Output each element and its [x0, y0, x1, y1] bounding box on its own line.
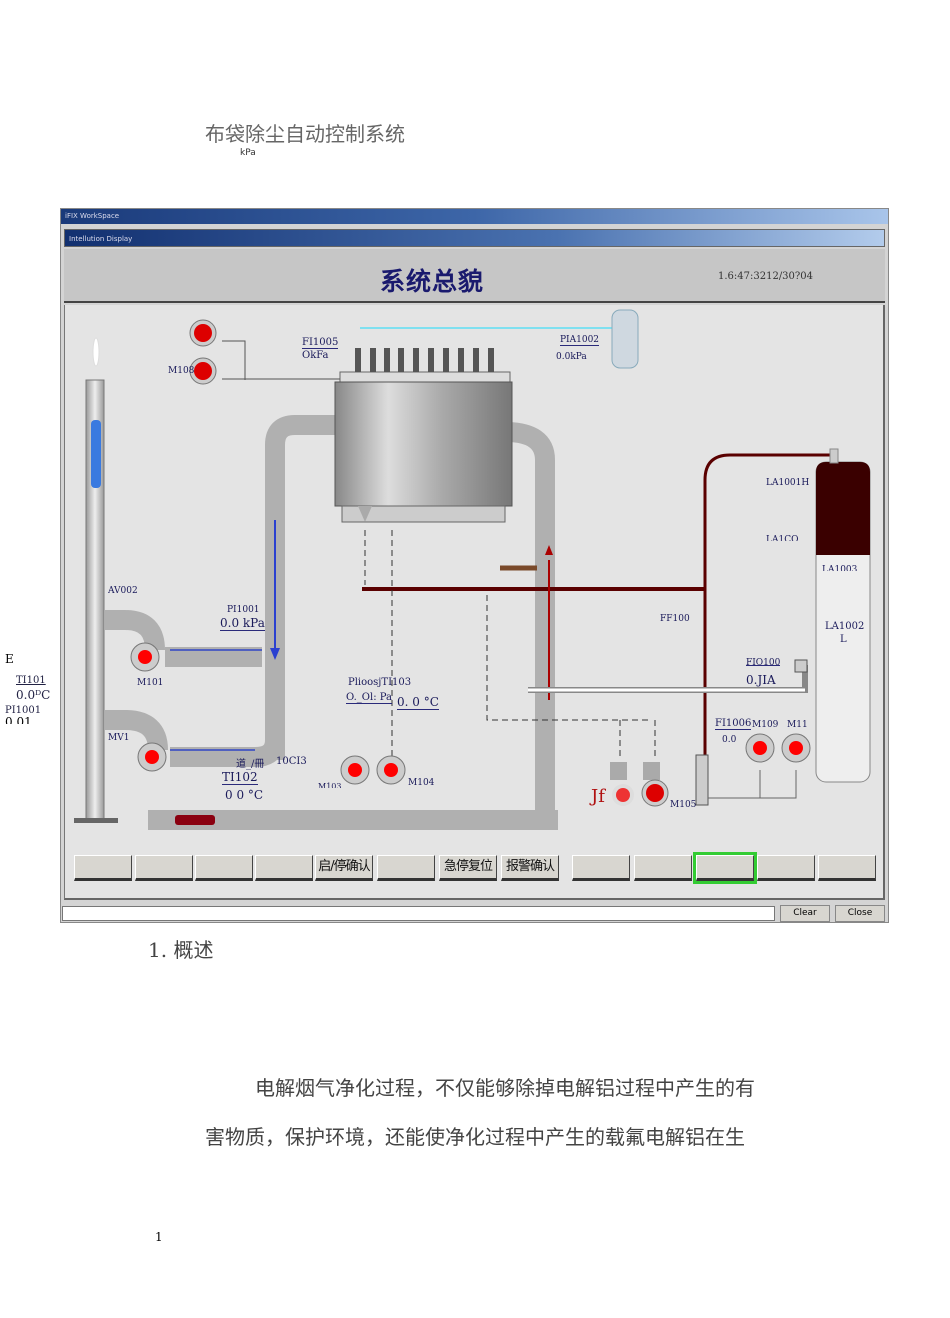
value-pi1001: 0.0 kPa — [220, 616, 265, 631]
tag-av002: AV002 — [108, 586, 138, 593]
tag-ff100: FF100 — [660, 614, 690, 621]
label-jf: Jf — [591, 786, 605, 807]
chimney — [74, 337, 118, 823]
control-button-12[interactable] — [757, 855, 815, 881]
control-button-13[interactable] — [818, 855, 876, 881]
pump-motor-m104 — [376, 755, 406, 785]
label-m105: M105 — [670, 800, 697, 810]
tag-fi1005: FI1005 — [302, 337, 339, 349]
value-fi1005: OkFa — [302, 350, 329, 361]
unit-note: kPa — [240, 148, 256, 158]
control-button-1[interactable] — [74, 855, 132, 881]
display-title: 系统总貌 — [380, 267, 485, 296]
value-fiq100: 0.JIA — [746, 673, 776, 687]
margin-pi-value: 0.01 — [5, 715, 32, 724]
pipes — [105, 415, 558, 830]
tag-ti103: PlioosjTI103 — [348, 677, 412, 688]
tag-pi1001: PI1001 — [227, 605, 260, 613]
paragraph-line-1: 电解烟气净化过程，不仅能够除掉电解铝过程中产生的有 — [255, 1076, 755, 1100]
pump-motor-m103 — [340, 755, 370, 785]
tag-la-top: LA1001H — [766, 478, 810, 485]
pump-motor-m101 — [130, 642, 160, 672]
alarm-message-field[interactable] — [62, 906, 775, 921]
control-button-10[interactable] — [634, 855, 692, 881]
tag-la-l: L — [840, 634, 847, 645]
display-header — [64, 249, 885, 303]
margin-ti101-value: 0.0ᴰC — [16, 688, 51, 702]
label-m110: M11 — [787, 720, 808, 730]
control-button-6[interactable] — [377, 855, 435, 881]
baghouse-vessel — [334, 327, 612, 523]
label-m108: M108 — [168, 366, 195, 376]
emergency-stop-reset-button[interactable]: 急停复位 — [439, 855, 497, 881]
document-title: 布袋除尘自动控制系统 — [205, 122, 405, 146]
margin-e: E — [5, 652, 14, 666]
label-mv1: MV1 — [108, 733, 130, 741]
heater — [175, 815, 215, 825]
value-fi1006: 0.0 — [722, 735, 737, 742]
pump-motor-m109 — [745, 733, 775, 763]
fan-motor-m105 — [641, 762, 669, 807]
alarm-acknowledge-button[interactable]: 报警确认 — [501, 855, 559, 881]
tag-fi1006: FI1006 — [715, 718, 752, 730]
fan-motor-m108 — [189, 357, 217, 385]
close-button[interactable]: Close — [835, 905, 885, 922]
tag-la1003: LA1003 — [822, 565, 858, 571]
page-number: 1 — [155, 1230, 163, 1244]
window-titlebar[interactable]: iFIX WorkSpace — [61, 209, 888, 224]
margin-ti101: TI101 — [16, 675, 46, 686]
control-button-4[interactable] — [255, 855, 313, 881]
start-stop-confirm-button[interactable]: 启/停确认 — [315, 855, 373, 881]
tag-dao: 道_/冊 — [236, 759, 265, 770]
tag-la-mid: LA1CO — [766, 535, 799, 541]
tag-pia1002: PIA1002 — [560, 335, 600, 346]
timestamp: 1.6:47:3212/30?04 — [718, 271, 813, 282]
value-ti103: 0. 0 °C — [397, 695, 439, 710]
pump-motor-2 — [137, 742, 167, 772]
fan-motor-1 — [189, 319, 217, 347]
motors — [130, 319, 811, 807]
label-m101: M101 — [137, 678, 164, 688]
pulse-valves — [355, 348, 494, 372]
value-pia1002: 0.0kPa — [556, 352, 587, 360]
value-ti103-pa: O._Ol: Pa — [346, 692, 392, 704]
tag-ti102: TI102 — [222, 770, 258, 785]
paragraph-line-2: 害物质，保护环境，还能使净化过程中产生的载氟电解铝在生 — [205, 1125, 745, 1149]
tag-la1002: LA1002 — [825, 621, 865, 632]
value-ti102: 0 0 °C — [225, 788, 264, 802]
air-tank — [611, 309, 639, 369]
display-titlebar: Intellution Display — [64, 229, 885, 247]
fan-motor-jf — [610, 762, 634, 806]
tag-fiq100: FIQ100 — [746, 658, 781, 666]
control-button-3[interactable] — [195, 855, 253, 881]
label-m104: M104 — [408, 778, 435, 788]
tag-10ci3: 10CI3 — [276, 756, 307, 767]
clear-button[interactable]: Clear — [780, 905, 830, 922]
liquid-tank — [815, 448, 871, 783]
control-button-9[interactable] — [572, 855, 630, 881]
section-heading: 1. 概述 — [148, 938, 214, 962]
pump-motor-m110 — [781, 733, 811, 763]
label-m103: M103 — [318, 782, 342, 788]
control-button-11[interactable] — [693, 852, 757, 884]
control-button-2[interactable] — [135, 855, 193, 881]
margin-pi1001: PI1001 — [5, 705, 42, 716]
label-m109: M109 — [752, 720, 779, 730]
